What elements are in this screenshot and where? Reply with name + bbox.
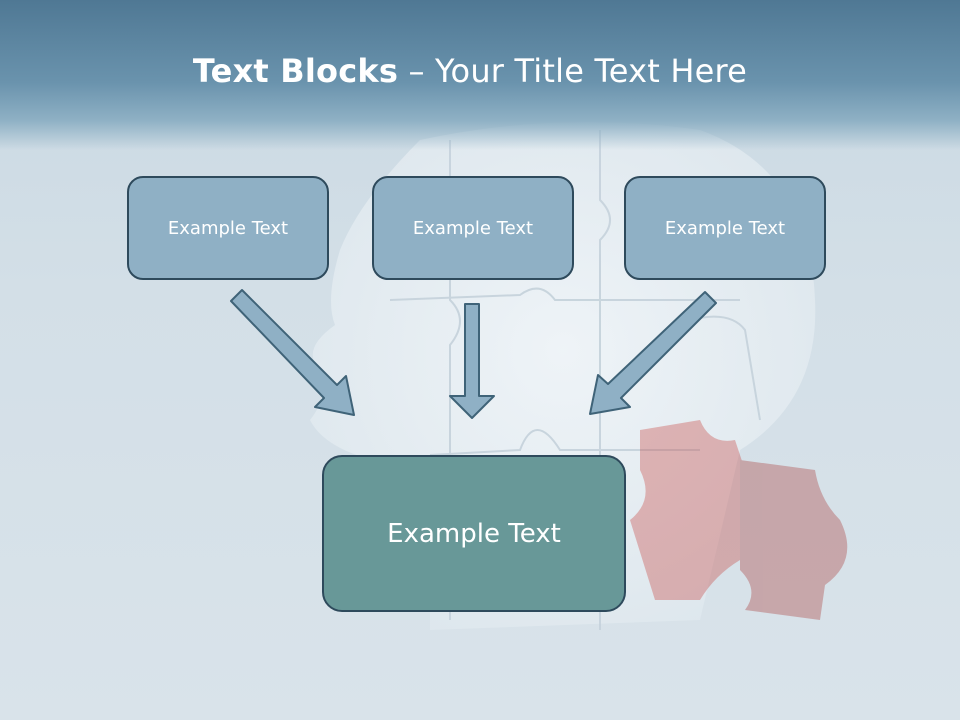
slide-title: Text Blocks – Your Title Text Here [0, 52, 940, 90]
result-block[interactable]: Example Text [322, 455, 626, 612]
center-arrow [449, 303, 495, 419]
title-bold: Text Blocks [192, 52, 399, 90]
title-rest: – Your Title Text Here [398, 52, 748, 90]
left-arrow [230, 289, 355, 416]
text-block-1-label: Example Text [167, 217, 289, 239]
text-block-1[interactable]: Example Text [127, 176, 329, 280]
title-banner [0, 0, 960, 150]
text-block-3[interactable]: Example Text [624, 176, 826, 280]
result-block-label: Example Text [387, 518, 561, 549]
text-block-2[interactable]: Example Text [372, 176, 574, 280]
text-block-2-label: Example Text [412, 217, 534, 239]
text-block-3-label: Example Text [664, 217, 786, 239]
right-arrow [589, 291, 717, 415]
